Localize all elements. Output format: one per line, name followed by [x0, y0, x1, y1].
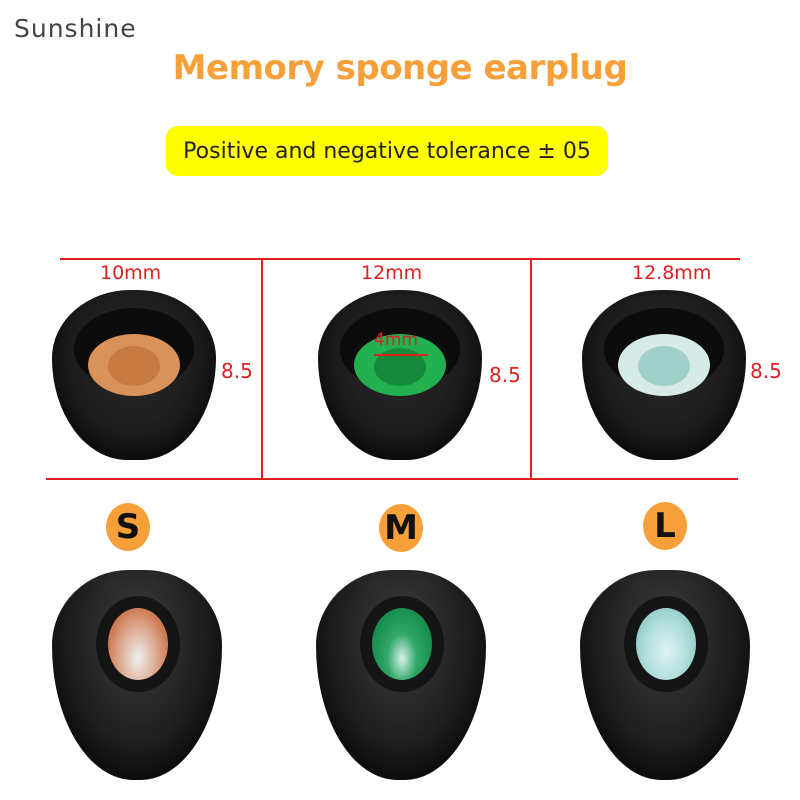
- earplug-top-view-l: [582, 290, 746, 460]
- page-title: Memory sponge earplug: [172, 48, 628, 88]
- side-hole-m: [372, 608, 432, 680]
- side-hole-s: [108, 608, 168, 680]
- tolerance-banner: Positive and negative tolerance ± 05: [166, 126, 608, 176]
- height-label-m: 8.5: [489, 363, 521, 387]
- earplug-side-view-s: [52, 570, 222, 780]
- inner-diameter-line: [374, 354, 428, 356]
- earplug-top-view-s: [52, 290, 216, 460]
- earplug-side-view-m: [316, 570, 486, 780]
- dimension-top-line: [60, 258, 740, 260]
- height-label-s: 8.5: [221, 359, 253, 383]
- size-badge-s: S: [106, 503, 150, 551]
- tolerance-label: Positive and negative tolerance ± 05: [183, 138, 591, 164]
- side-hole-l: [636, 608, 696, 680]
- earplug-top-view-m: 4mm: [318, 290, 482, 460]
- width-label-s: 10mm: [100, 262, 162, 284]
- inner-diameter-label: 4mm: [374, 330, 418, 350]
- width-label-m: 12mm: [361, 262, 423, 284]
- dimension-divider-1: [261, 258, 263, 478]
- size-badge-l: L: [643, 502, 687, 550]
- width-label-l: 12.8mm: [632, 262, 712, 284]
- dimension-divider-2: [530, 258, 532, 480]
- brand-watermark: Sunshine: [14, 14, 137, 43]
- size-badge-m: M: [379, 504, 423, 552]
- earplug-side-view-l: [580, 570, 750, 780]
- height-label-l: 8.5: [750, 359, 782, 383]
- dimension-bottom-line: [46, 478, 738, 480]
